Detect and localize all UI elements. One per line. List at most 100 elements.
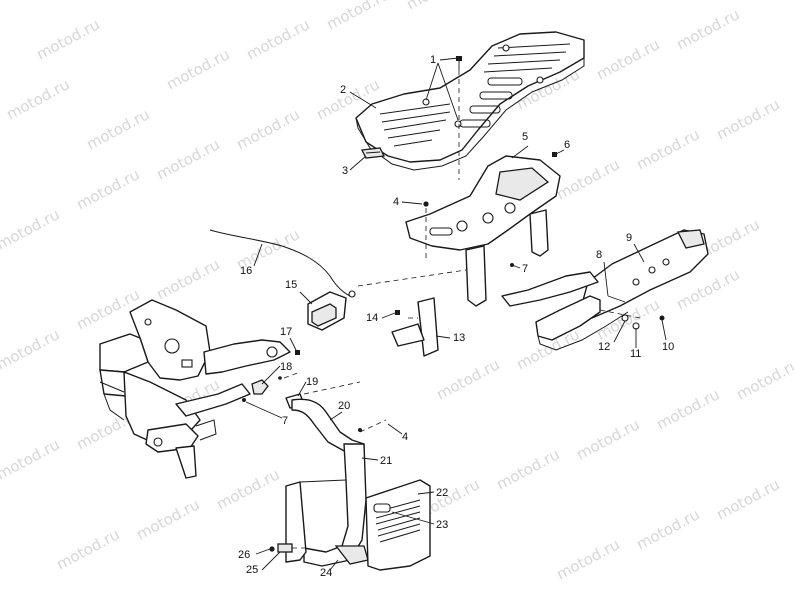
rack-bolt-6 — [552, 152, 557, 157]
watermark-text: motod.ru — [153, 255, 222, 303]
callout-leader-line — [255, 548, 271, 555]
callout-leader-line — [511, 264, 521, 269]
callout-leader-line — [349, 155, 367, 171]
rack-reflector-plate — [361, 147, 385, 159]
callout-number-20: 20 — [338, 400, 350, 412]
callout-number-24: 24 — [320, 567, 332, 579]
callout-number-2: 2 — [340, 84, 346, 96]
watermark-text: motod.ru — [0, 205, 63, 253]
watermark-text: motod.ru — [213, 465, 282, 513]
watermark-text: motod.ru — [243, 15, 312, 63]
watermark-text: motod.ru — [713, 95, 782, 143]
callout-number-10: 10 — [662, 341, 674, 353]
callout-leader-line — [417, 491, 435, 495]
callout-leader-line — [329, 411, 343, 421]
mudflap-support-tube — [285, 398, 369, 567]
callout-leader-line — [435, 335, 451, 339]
callout-number-3: 3 — [342, 165, 348, 177]
watermark-text: motod.ru — [73, 285, 142, 333]
callout-number-4: 4 — [393, 196, 399, 208]
taillight-bracket — [391, 297, 439, 357]
callout-leader-line — [329, 559, 339, 571]
taillight-wire-harness — [209, 229, 356, 298]
callout-leader-line — [661, 319, 667, 341]
callout-leader-line — [401, 201, 423, 205]
callout-number-23: 23 — [436, 519, 448, 531]
watermark-text: motod.ru — [403, 0, 472, 14]
rack-bolt — [456, 56, 462, 70]
callout-leader-line — [391, 511, 435, 525]
callout-leader-line — [511, 145, 529, 159]
mudflap — [365, 479, 431, 571]
callout-leader-line — [387, 423, 403, 435]
callout-number-1: 1 — [430, 54, 436, 66]
callout-leader-line — [349, 91, 377, 109]
callout-leader-line — [253, 243, 263, 267]
callout-number-9: 9 — [626, 232, 632, 244]
callout-leader-line — [439, 57, 459, 61]
watermark-text: motod.ru — [3, 75, 72, 123]
callout-number-17: 17 — [280, 326, 292, 338]
clip-pin-lower — [242, 398, 246, 402]
mudflap-bolt — [269, 543, 293, 553]
watermark-text: motod.ru — [433, 355, 502, 403]
callout-leader-line — [297, 381, 307, 397]
watermark-text: motod.ru — [493, 445, 562, 493]
callout-number-25: 25 — [246, 564, 258, 576]
rack-support-frame — [405, 155, 561, 307]
taillight-assembly — [307, 291, 347, 331]
hitch-plate — [501, 271, 599, 307]
callout-leader-line — [613, 320, 626, 343]
watermark-text: motod.ru — [573, 415, 642, 463]
callout-leader-line — [381, 312, 396, 319]
callout-number-5: 5 — [522, 131, 528, 143]
callout-leader-line — [361, 457, 379, 461]
callout-number-6: 6 — [564, 139, 570, 151]
callout-number-4: 4 — [402, 431, 408, 443]
callout-number-7: 7 — [522, 263, 528, 275]
assembly-dashed-lines — [283, 70, 641, 549]
watermark-text: motod.ru — [633, 125, 702, 173]
callout-leader-line — [425, 62, 439, 101]
callout-number-13: 13 — [453, 332, 465, 344]
watermark-text: motod.ru — [133, 495, 202, 543]
callout-number-14: 14 — [366, 312, 378, 324]
callout-leader-line — [261, 365, 281, 385]
callout-number-12: 12 — [598, 341, 610, 353]
callout-layer: 1234567891011121314151617181920742122232… — [238, 54, 674, 579]
watermark-text: motod.ru — [163, 45, 232, 93]
callout-leader-line — [633, 243, 645, 263]
callout-number-22: 22 — [436, 487, 448, 499]
rack-bolt-4 — [423, 201, 429, 207]
watermark-text: motod.ru — [673, 5, 742, 53]
callout-number-11: 11 — [630, 348, 641, 360]
watermark-text: motod.ru — [733, 355, 794, 403]
watermark-text: motod.ru — [73, 165, 142, 213]
watermark-text: motod.ru — [553, 155, 622, 203]
vehicle-frame — [99, 299, 291, 479]
watermark-text: motod.ru — [83, 105, 152, 153]
watermark-text: motod.ru — [233, 105, 302, 153]
watermark-text: motod.ru — [593, 35, 662, 83]
watermark-text: motod.ru — [53, 525, 122, 573]
watermark-text: motod.ru — [0, 435, 63, 483]
tube-screw — [358, 428, 362, 432]
callout-leader-line — [603, 261, 609, 297]
callout-number-18: 18 — [280, 361, 292, 373]
watermark-text: motod.ru — [653, 385, 722, 433]
watermark-text: motod.ru — [33, 15, 102, 63]
callout-leader-line — [245, 401, 283, 419]
bumper-hardware — [607, 295, 665, 330]
callout-number-15: 15 — [285, 279, 297, 291]
rear-rack — [355, 31, 585, 171]
callout-number-7: 7 — [282, 415, 288, 427]
callout-leader-line — [299, 291, 313, 305]
callout-leader-line — [437, 62, 459, 121]
callout-leader-line — [261, 551, 281, 571]
watermark-text: motod.ru — [0, 325, 63, 373]
watermark-text: motod.ru — [153, 135, 222, 183]
watermark-text: motod.ru — [323, 0, 392, 34]
callout-number-8: 8 — [596, 249, 602, 261]
